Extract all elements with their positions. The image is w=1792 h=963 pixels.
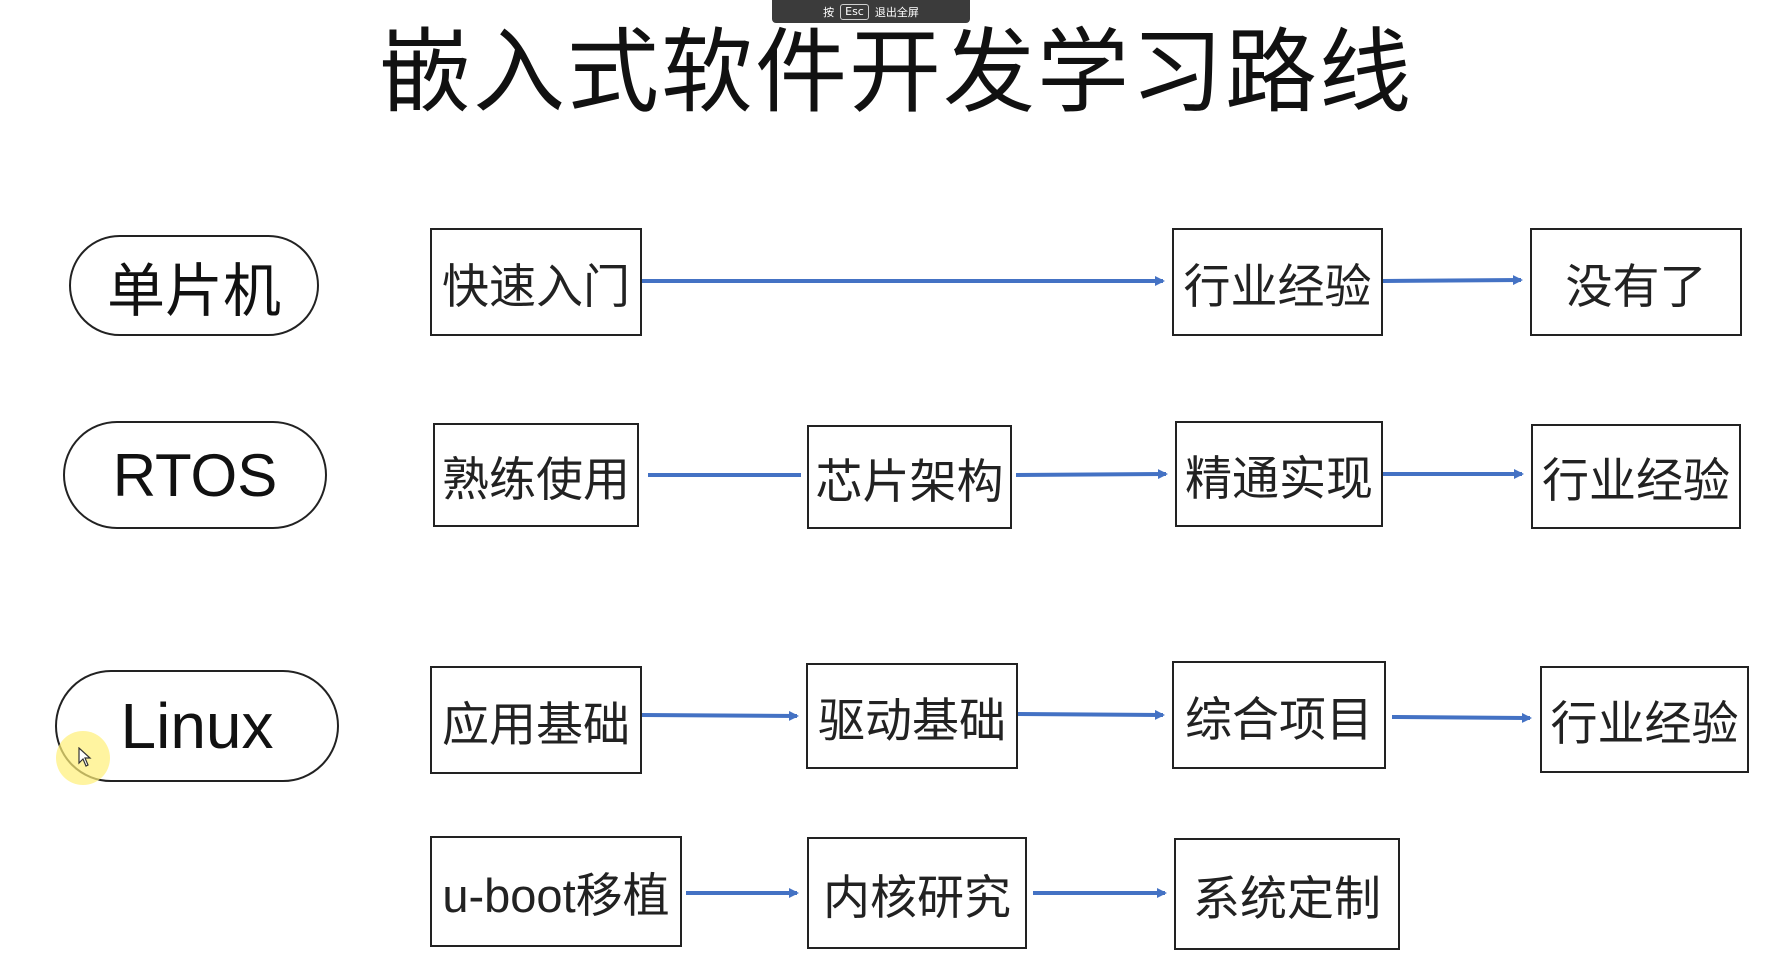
hint-suffix: 退出全屏: [874, 5, 919, 19]
row-label-mcu: 单片机: [69, 235, 319, 336]
slide-title: 嵌入式软件开发学习路线: [378, 19, 1413, 126]
arrow-linux-3-4: [1391, 712, 1532, 723]
arrow-linux-2-3: [1017, 709, 1165, 720]
step-mcu-2: 行业经验: [1172, 228, 1383, 336]
step-linux2-1: u-boot移植: [430, 836, 682, 947]
step-linux-4: 行业经验: [1540, 666, 1749, 773]
row-label-linux: Linux: [55, 670, 339, 782]
step-rtos-2: 芯片架构: [807, 425, 1012, 529]
fullscreen-exit-hint: 按 Esc 退出全屏: [772, 0, 970, 23]
step-linux-2: 驱动基础: [806, 663, 1018, 769]
mouse-pointer-icon: [78, 747, 92, 767]
esc-key-badge[interactable]: Esc: [840, 3, 869, 20]
step-rtos-4: 行业经验: [1531, 424, 1741, 529]
row-label-rtos: RTOS: [63, 421, 327, 529]
step-linux2-3: 系统定制: [1174, 838, 1400, 950]
hint-prefix: 按: [823, 5, 835, 19]
arrow-linux-1-2: [641, 710, 799, 721]
step-rtos-1: 熟练使用: [433, 423, 639, 527]
arrow-rtos-2-3: [1015, 469, 1168, 480]
step-mcu-3: 没有了: [1530, 228, 1742, 336]
step-linux-3: 综合项目: [1172, 661, 1386, 769]
arrow-mcu-2-3: [1382, 275, 1523, 286]
step-linux-1: 应用基础: [430, 666, 642, 774]
step-mcu-1: 快速入门: [430, 228, 642, 336]
step-rtos-3: 精通实现: [1175, 421, 1383, 527]
step-linux2-2: 内核研究: [807, 837, 1027, 949]
